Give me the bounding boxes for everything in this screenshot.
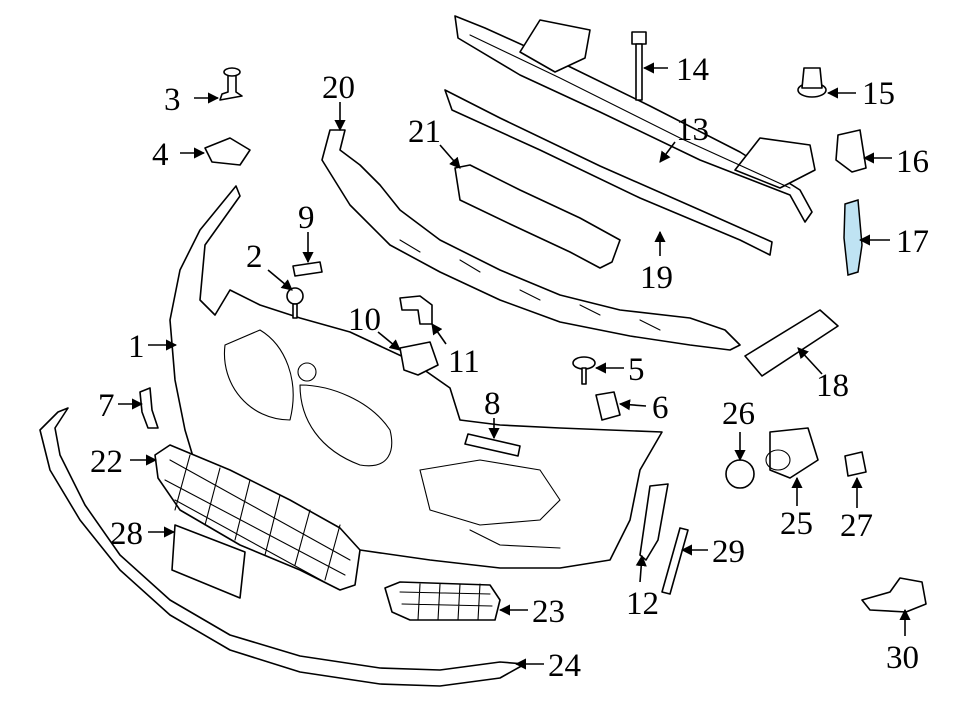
callout-24: 24 [548,648,581,684]
part-22-lower-grille [154,444,361,591]
part-5-screw [572,356,596,385]
callout-21: 21 [408,114,441,150]
part-2-screw [286,287,304,319]
callout-14: 14 [676,52,709,88]
callout-26: 26 [722,396,755,432]
part-18-bar [744,309,839,377]
callout-30: 30 [886,640,919,676]
callout-2: 2 [246,239,263,275]
callout-28: 28 [110,516,143,552]
callout-8: 8 [484,386,501,422]
part-3-fastener [219,67,243,101]
part-17-bracket [843,199,863,276]
callout-22: 22 [90,444,123,480]
part-11-bracket [399,341,439,376]
callout-27: 27 [840,508,873,544]
part-9-cap [292,261,323,277]
part-23-side-grille [384,581,501,621]
part-4-clip [204,137,251,166]
callout-4: 4 [152,137,169,173]
callout-16: 16 [896,144,929,180]
callout-19: 19 [640,260,673,296]
leader-lines [118,62,911,670]
callout-12: 12 [626,586,659,622]
callout-17: 17 [896,224,929,260]
part-6-nut [595,391,621,421]
part-16-bracket [835,129,867,173]
part-7-bracket [139,387,159,429]
callout-5: 5 [628,352,645,388]
callout-13: 13 [676,112,709,148]
part-25-sensor-holder [765,427,819,479]
callout-7: 7 [98,388,115,424]
callout-23: 23 [532,594,565,630]
part-13-impact-bar [454,15,816,223]
callout-10: 10 [348,302,381,338]
part-21-absorber-insert [454,164,621,269]
callout-20: 20 [322,70,355,106]
callout-25: 25 [780,506,813,542]
part-24-lower-spoiler [39,407,526,687]
callout-9: 9 [298,200,315,236]
callout-3: 3 [164,82,181,118]
callout-15: 15 [862,76,895,112]
part-12-trim [639,483,669,561]
part-29-trim [661,527,689,595]
part-27-bracket [844,451,867,477]
callout-11: 11 [448,344,480,380]
part-14-bolt [631,31,647,101]
part-30-sensor [861,577,927,613]
part-15-clip [797,67,827,98]
part-20-bumper-support [321,129,741,351]
callout-1: 1 [128,329,145,365]
part-10-bracket [399,295,433,325]
part-28-license-bracket [171,524,246,599]
part-8-bracket [464,433,521,457]
callout-18: 18 [816,368,849,404]
part-19-energy-absorber [444,89,773,256]
part-26-sensor-ring [725,459,755,489]
callout-29: 29 [712,534,745,570]
callout-6: 6 [652,390,669,426]
part-1-bumper-cover [169,185,663,569]
